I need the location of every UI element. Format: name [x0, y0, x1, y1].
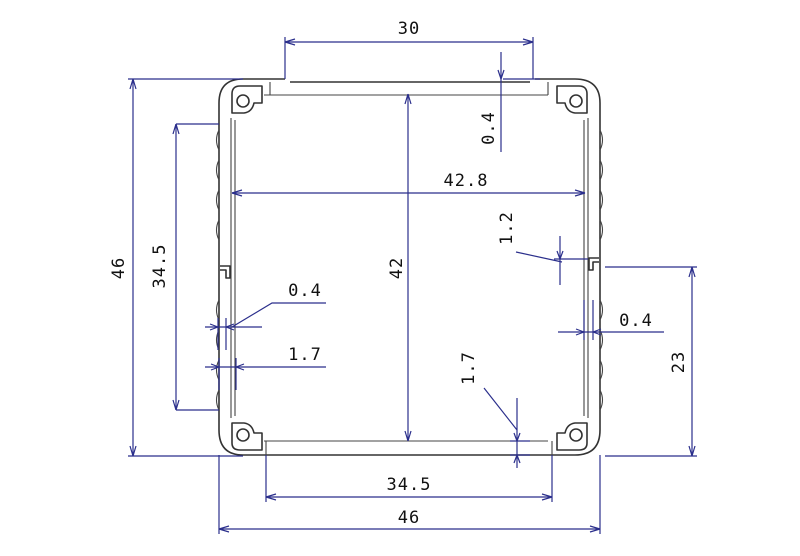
dim-left-slot-span: 34.5	[150, 123, 219, 411]
dim-left-wall: 0.4	[205, 281, 326, 350]
dim-inner-height: 42	[387, 93, 412, 442]
dim-bottom-slot-span-label: 34.5	[387, 475, 432, 495]
dim-right-height-label: 23	[669, 351, 689, 373]
corner-boss-top-right	[556, 85, 588, 114]
dim-right-wall: 0.4	[558, 300, 664, 340]
dim-left-groove: 1.7	[205, 345, 326, 390]
dim-right-height: 23	[605, 266, 697, 457]
dim-right-wall-label: 0.4	[619, 311, 653, 331]
corner-boss-bottom-right	[556, 422, 588, 451]
left-rib-clip	[220, 265, 231, 279]
left-grooves	[215, 129, 220, 411]
dim-inner-width: 42.8	[231, 171, 586, 197]
dim-bottom-groove-label: 1.7	[459, 351, 479, 385]
right-rib-clip	[588, 257, 599, 271]
dim-rib-height: 1.2	[497, 211, 588, 285]
dim-top-width: 30	[284, 19, 534, 79]
dim-overall-width: 46	[218, 455, 601, 534]
dim-bottom-groove: 1.7	[459, 351, 530, 468]
dim-overall-width-label: 46	[398, 508, 420, 528]
dim-left-slot-span-label: 34.5	[150, 244, 170, 289]
dim-left-groove-label: 1.7	[288, 345, 322, 365]
dim-inner-height-label: 42	[387, 257, 407, 279]
dim-top-notch: 0.4	[479, 52, 540, 152]
dim-rib-height-label: 1.2	[497, 211, 517, 245]
right-grooves	[599, 129, 604, 411]
dim-left-wall-label: 0.4	[288, 281, 322, 301]
enclosure-profile	[215, 78, 604, 456]
dim-inner-width-label: 42.8	[444, 171, 489, 191]
dim-overall-height: 46	[109, 78, 243, 457]
dim-top-width-label: 30	[398, 19, 420, 39]
corner-boss-bottom-left	[231, 422, 263, 451]
corner-boss-top-left	[231, 85, 263, 114]
dim-bottom-slot-span: 34.5	[265, 455, 553, 502]
dim-overall-height-label: 46	[109, 257, 129, 279]
dim-top-notch-label: 0.4	[479, 111, 499, 145]
